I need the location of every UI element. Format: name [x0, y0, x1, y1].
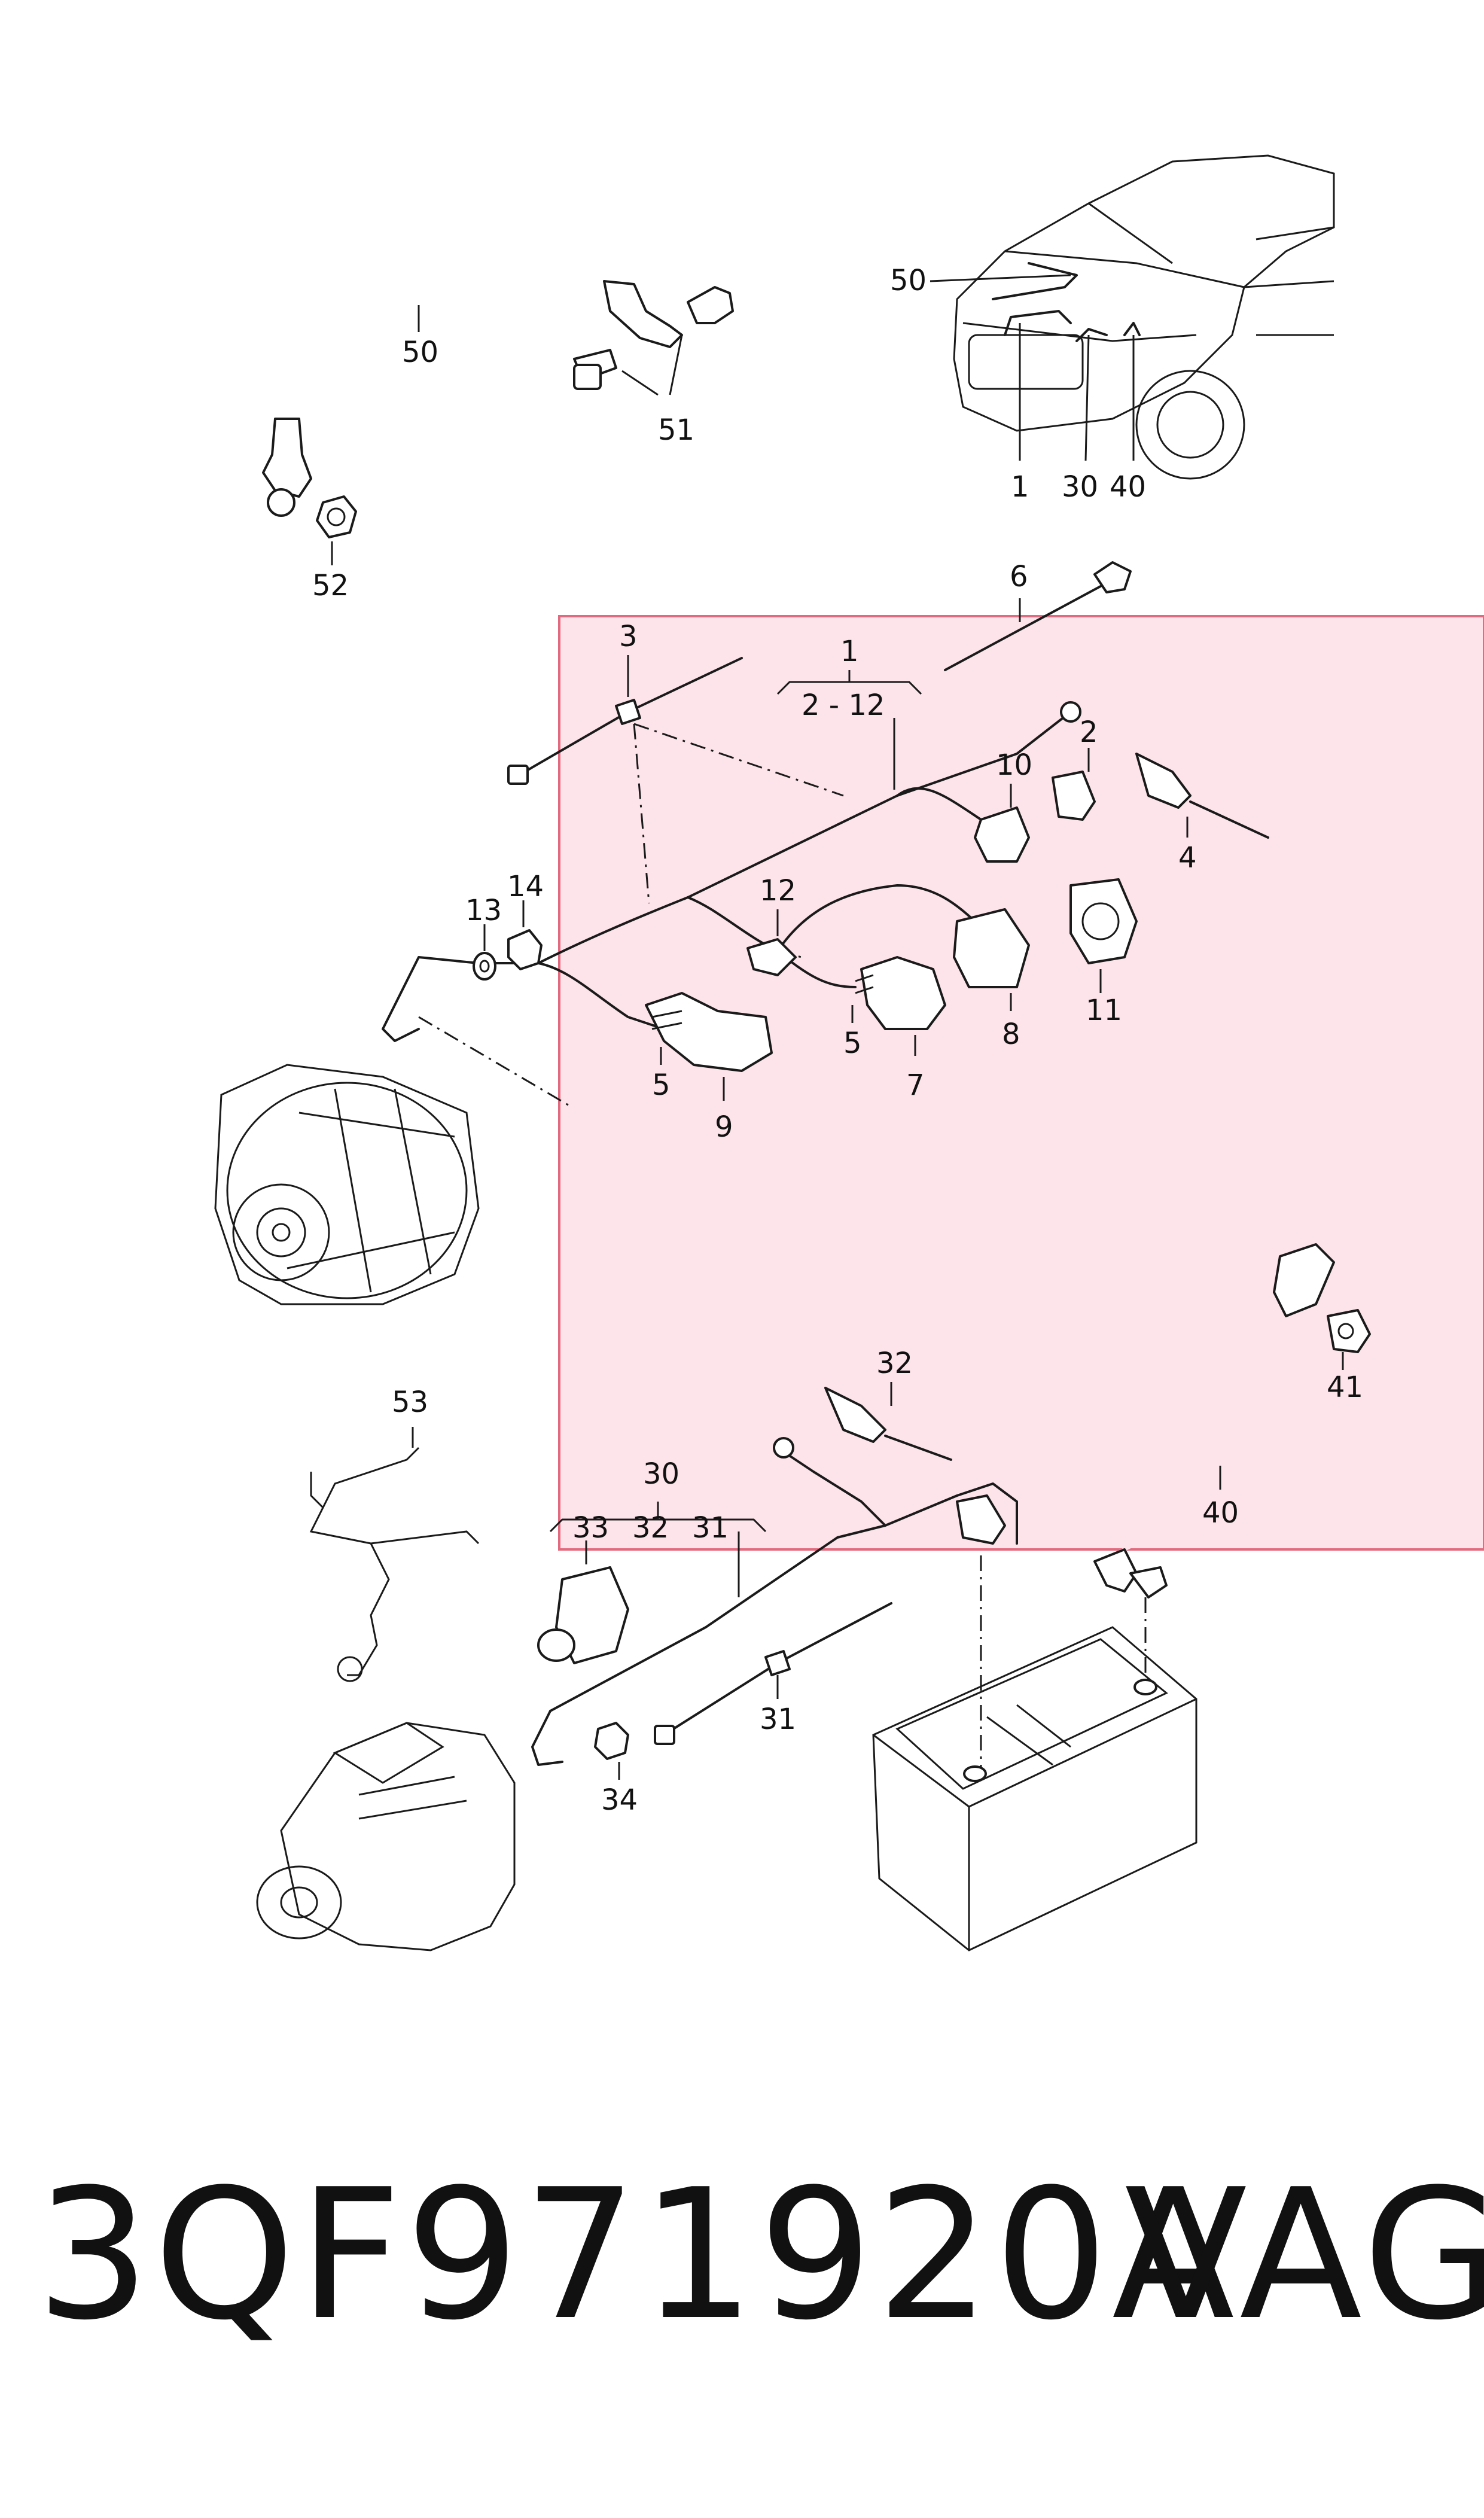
callout-34: 34 — [601, 1783, 638, 1817]
car-callout-50: 50 — [890, 264, 927, 297]
callout-1: 1 — [840, 635, 859, 668]
car-callout-1: 1 — [1011, 470, 1029, 504]
callout-40: 40 — [1202, 1496, 1239, 1530]
callout-4: 4 — [1178, 841, 1197, 875]
callout-6: 6 — [1010, 560, 1028, 593]
cap-14 — [507, 929, 543, 970]
callout-7: 7 — [906, 1068, 925, 1102]
footer: 3QF971920A VAG — [0, 2130, 1484, 2381]
alternator — [214, 1064, 480, 1305]
earth-strap-assembly — [262, 280, 734, 517]
cable-tie-3 — [507, 657, 743, 785]
bracket-11 — [1069, 878, 1138, 964]
callout-50: 50 — [402, 336, 438, 369]
junction-12 — [746, 938, 797, 976]
cable-tie-6 — [944, 561, 1132, 671]
callout-31: 31 — [760, 1703, 796, 1736]
battery — [872, 1626, 1197, 1951]
callout-30-sub-31: 31 — [692, 1511, 729, 1545]
sensor-41 — [1327, 1309, 1371, 1353]
connector-10 — [974, 806, 1030, 863]
connector-7 — [855, 956, 946, 1030]
bolt-clip-4 — [1135, 753, 1269, 839]
brand-name: VAG — [1125, 2151, 1484, 2359]
main-harness-1 — [382, 701, 1081, 1042]
bracket-53 — [309, 1447, 480, 1682]
callout-41: 41 — [1327, 1371, 1363, 1404]
callout-52: 52 — [312, 569, 349, 602]
starter-harness-30 — [531, 1437, 1018, 1766]
connector-8 — [953, 908, 1030, 988]
car-callout-30: 30 — [1062, 470, 1098, 504]
callout-8: 8 — [1002, 1018, 1020, 1051]
callout-12: 12 — [760, 874, 796, 908]
callout-5-right: 5 — [843, 1027, 862, 1060]
starter-motor — [256, 1722, 516, 1951]
car-callout-40: 40 — [1110, 470, 1146, 504]
nut-34 — [594, 1722, 629, 1760]
cable-tie-31 — [654, 1602, 892, 1745]
battery-cable-40 — [1093, 1243, 1335, 1599]
wiring-harness-exploded-diagram: 50 51 52 50 1 30 40 — [214, 154, 1484, 1951]
part-number: 3QF971920A — [36, 2151, 1238, 2359]
callout-11: 11 — [1086, 994, 1122, 1027]
vehicle-location-view — [953, 154, 1335, 480]
callout-13: 13 — [465, 894, 502, 927]
connector-9 — [645, 992, 773, 1072]
callout-30-sub-32: 32 — [632, 1511, 669, 1545]
bracket-33 — [537, 1566, 629, 1664]
callout-1-range: 2 - 12 — [802, 689, 885, 722]
callout-9: 9 — [715, 1110, 733, 1144]
highlighted-harness-region — [558, 615, 1484, 1551]
callout-53: 53 — [392, 1386, 428, 1419]
callout-2: 2 — [1080, 715, 1098, 749]
callout-10: 10 — [996, 748, 1032, 782]
callout-5-left: 5 — [652, 1068, 671, 1102]
callout-30: 30 — [643, 1457, 679, 1491]
bolt-clip-32 — [824, 1387, 952, 1461]
nut-52 — [316, 495, 357, 538]
callout-32: 32 — [876, 1347, 913, 1380]
callout-51: 51 — [658, 413, 694, 447]
callout-30-sub-33: 33 — [572, 1511, 609, 1545]
washer-13 — [473, 952, 496, 981]
callout-3: 3 — [619, 620, 638, 653]
callout-14: 14 — [507, 870, 544, 903]
clip-2 — [1052, 771, 1096, 821]
